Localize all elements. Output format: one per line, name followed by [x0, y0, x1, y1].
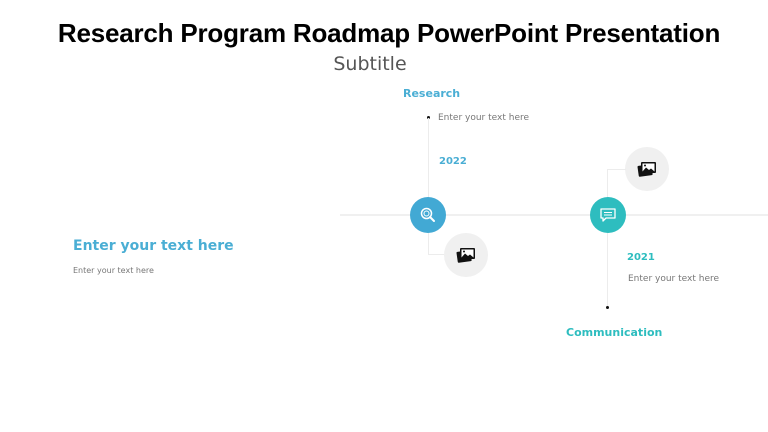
image-icon [637, 162, 656, 177]
milestone-research-text: Enter your text here [438, 113, 530, 123]
milestone-research-dot [427, 116, 430, 119]
milestone-communication-text: Enter your text here [628, 274, 720, 284]
milestone-research-connector-h [428, 254, 446, 255]
milestone-research-connector-down [428, 233, 429, 255]
timeline-axis [340, 214, 768, 216]
milestone-communication-connector-h [607, 169, 626, 170]
milestone-communication-dot [606, 306, 609, 309]
milestone-research-year: 2022 [439, 156, 467, 167]
slide-subtitle: Subtitle [333, 53, 407, 75]
milestone-research-image-node[interactable] [444, 233, 488, 277]
milestone-communication-image-node[interactable] [625, 147, 669, 191]
milestone-communication-label: Communication [566, 326, 663, 339]
milestone-communication-connector-up [607, 169, 608, 199]
milestone-research-connector-up [428, 118, 429, 198]
slide-title: Research Program Roadmap PowerPoint Pres… [57, 18, 721, 48]
milestone-communication-year: 2021 [627, 252, 655, 263]
left-heading: Enter your text here [73, 238, 234, 254]
milestone-research-node[interactable] [410, 197, 446, 233]
chat-icon [600, 208, 616, 222]
magnifier-icon [420, 207, 435, 222]
left-body: Enter your text here [73, 266, 154, 275]
image-icon [456, 248, 475, 263]
milestone-research-label: Research [403, 87, 461, 100]
milestone-communication-node[interactable] [590, 197, 626, 233]
milestone-communication-connector-down [607, 233, 608, 307]
